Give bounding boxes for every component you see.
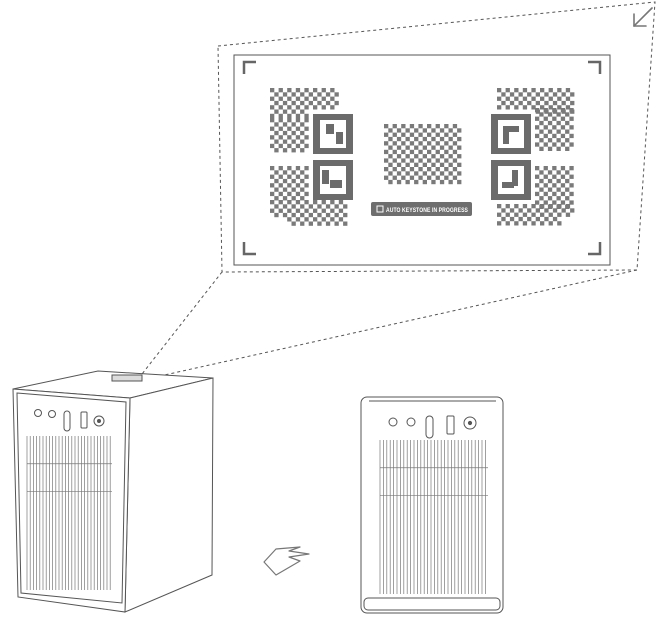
alignment-marker-bottom-right xyxy=(491,160,531,200)
projector-angled-side xyxy=(124,377,214,613)
keystone-status-badge: AUTO KEYSTONE IN PROGRESS xyxy=(371,202,472,216)
usb-port-icon xyxy=(446,415,455,435)
usb-port-icon xyxy=(80,411,88,429)
checker-block-mid-left xyxy=(270,118,309,153)
checker-block-bottom-right xyxy=(497,204,575,226)
status-badge-icon xyxy=(376,205,384,213)
alignment-marker-bottom-left xyxy=(313,160,353,200)
projector-straight-buttons xyxy=(388,415,477,439)
beam-line-right xyxy=(159,269,638,377)
power-button-icon xyxy=(388,417,398,427)
status-badge-text: AUTO KEYSTONE IN PROGRESS xyxy=(386,208,468,214)
projector-angled xyxy=(12,370,214,613)
alignment-marker-top-left xyxy=(313,114,353,154)
keystone-test-pattern xyxy=(270,88,575,226)
projector-straight-body xyxy=(360,396,504,614)
slider-switch-icon xyxy=(425,415,434,439)
projector-straight-grille xyxy=(379,440,488,594)
projection-beam xyxy=(141,1,656,377)
button-icon xyxy=(406,417,416,427)
checker-block-mid-right xyxy=(535,108,574,151)
diagonal-arrow-icon xyxy=(633,7,653,27)
power-button-icon xyxy=(34,409,42,417)
alignment-marker-top-right xyxy=(491,114,531,154)
projector-angled-buttons xyxy=(34,409,105,432)
move-left-arrow-icon xyxy=(263,546,310,576)
projector-straight xyxy=(360,396,504,614)
button-icon xyxy=(48,410,56,418)
checker-block-bottom-left xyxy=(270,200,348,226)
projector-straight-base xyxy=(363,597,501,611)
checker-block-lower-left xyxy=(270,166,309,201)
slider-switch-icon xyxy=(63,410,71,432)
checker-block-top-left xyxy=(270,88,339,119)
alignment-markers xyxy=(313,114,531,200)
projection-screen: AUTO KEYSTONE IN PROGRESS xyxy=(233,54,611,266)
checker-block-center xyxy=(384,124,462,185)
projector-angled-lens xyxy=(111,374,143,382)
projector-angled-grille xyxy=(26,436,112,590)
screen-corner-marks xyxy=(242,60,602,256)
beam-line-left xyxy=(141,271,223,375)
